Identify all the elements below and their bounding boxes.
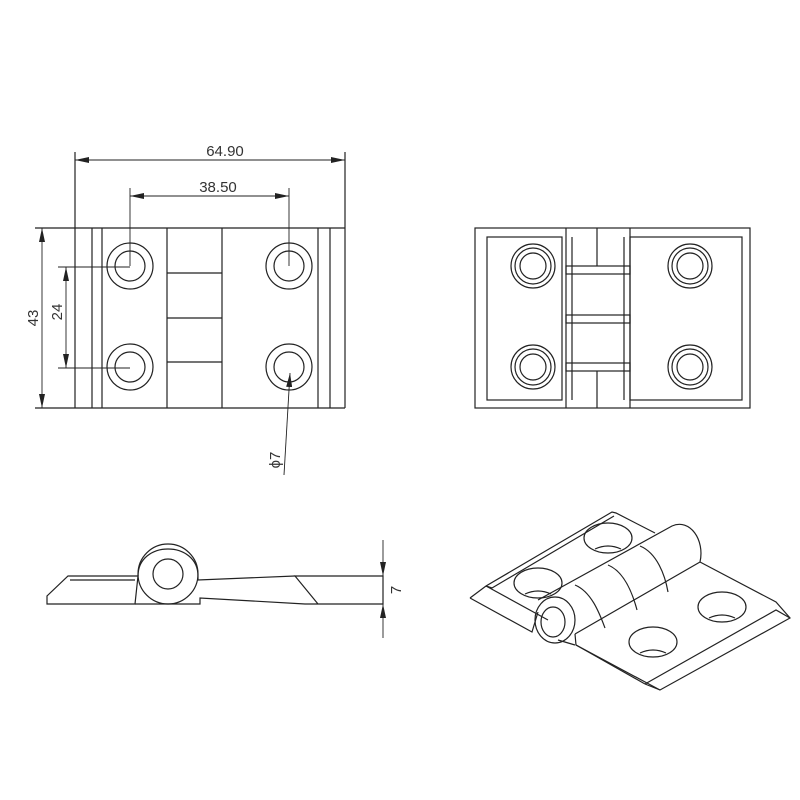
top-view — [474, 227, 751, 409]
mounting-hole — [510, 344, 556, 390]
mounting-hole — [628, 626, 678, 658]
mounting-hole — [106, 343, 154, 391]
dim-hole-diameter: ϕ7 — [267, 452, 284, 469]
mounting-hole — [667, 344, 713, 390]
mounting-hole — [583, 522, 633, 554]
mounting-hole — [667, 243, 713, 289]
dim-overall-height: 43 — [25, 310, 42, 327]
dim-hole-spacing-horizontal: 38.50 — [199, 179, 237, 196]
front-view: 64.90 38.50 43 24 ϕ7 — [25, 143, 346, 476]
isometric-view — [469, 511, 791, 691]
knuckle — [534, 523, 702, 644]
dim-hole-spacing-vertical: 24 — [49, 304, 66, 321]
dim-thickness: 7 — [388, 586, 405, 594]
dim-overall-width: 64.90 — [206, 143, 244, 160]
mounting-hole — [513, 567, 563, 599]
side-view: 7 — [46, 540, 405, 638]
mounting-hole — [510, 243, 556, 289]
mounting-hole — [697, 591, 747, 623]
